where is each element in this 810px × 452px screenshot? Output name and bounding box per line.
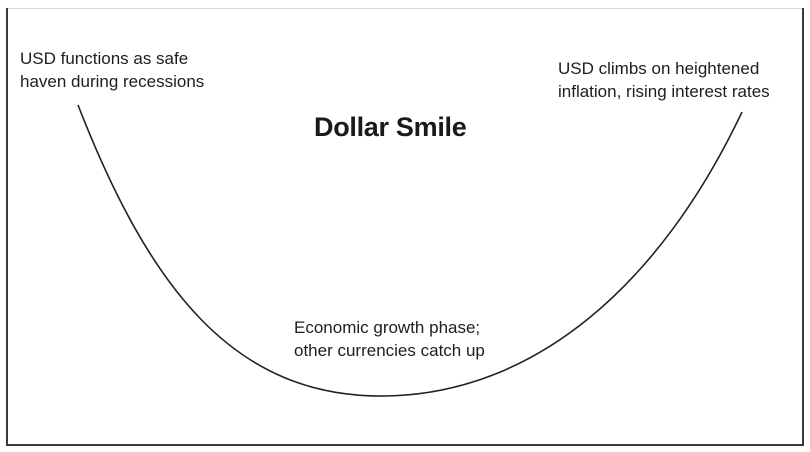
- label-inflation-line1: USD climbs on heightened: [558, 59, 760, 78]
- smile-curve: [77, 104, 743, 397]
- label-inflation-line2: inflation, rising interest rates: [558, 82, 770, 101]
- label-growth-phase: Economic growth phase; other currencies …: [294, 316, 485, 362]
- frame-bottom-border: [6, 444, 804, 446]
- frame-top-edge: [6, 8, 804, 9]
- frame-left-border: [6, 8, 8, 445]
- label-safe-haven-line1: USD functions as safe: [20, 49, 189, 68]
- label-safe-haven-line2: haven during recessions: [20, 72, 205, 91]
- label-inflation: USD climbs on heightened inflation, risi…: [558, 57, 770, 103]
- label-safe-haven: USD functions as safe haven during reces…: [20, 47, 204, 93]
- frame-right-border: [802, 8, 804, 445]
- label-growth-phase-line2: other currencies catch up: [294, 341, 485, 360]
- label-growth-phase-line1: Economic growth phase;: [294, 318, 481, 337]
- diagram-title: Dollar Smile: [314, 112, 467, 142]
